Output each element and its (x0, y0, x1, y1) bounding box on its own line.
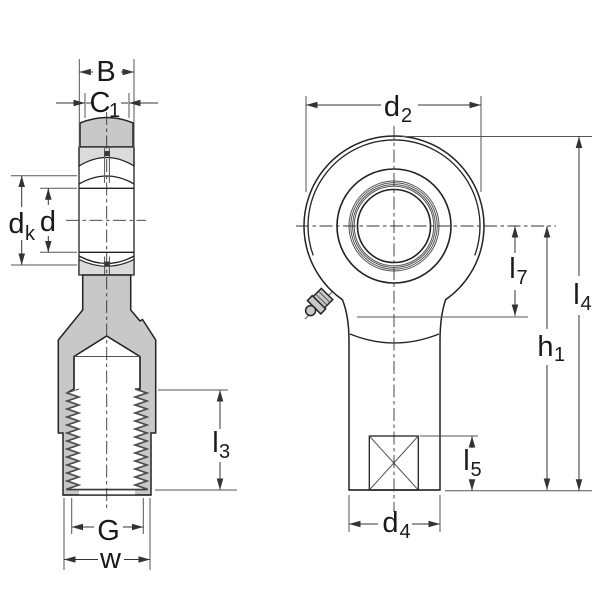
label-h1: h (537, 331, 553, 363)
thread-zigzag-left (65, 388, 81, 490)
drill-cone-left (73, 335, 108, 358)
label-w: w (99, 543, 122, 575)
label-G: G (97, 515, 120, 547)
label-l4: l (573, 279, 579, 311)
dim-d4: d 4 (348, 495, 441, 543)
dim-d2: d 2 (305, 91, 482, 192)
label-B: B (96, 56, 115, 88)
dim-l4: l 4 (573, 136, 592, 491)
label-d4-sub: 4 (399, 521, 410, 543)
dim-B: B (78, 56, 135, 148)
label-l3: l (212, 427, 218, 459)
dim-C1: C 1 (56, 87, 158, 122)
label-d: d (40, 206, 56, 238)
label-C1: C (90, 87, 111, 119)
label-d2-sub: 2 (401, 105, 412, 127)
left-view-section: B C 1 d k d l (8, 56, 237, 575)
dim-d: d (40, 187, 77, 253)
label-l7: l (509, 253, 515, 285)
housing-cap (79, 116, 134, 148)
label-h1-sub: 1 (554, 344, 565, 366)
label-d2: d (384, 91, 400, 123)
dim-h1: h 1 (537, 226, 565, 490)
dim-l5: l 5 (463, 436, 482, 491)
label-d4: d (382, 507, 398, 539)
head-inner-contour (307, 139, 481, 256)
dim-w: w (63, 498, 151, 575)
label-l4-sub: 4 (580, 293, 591, 315)
label-l5-sub: 5 (470, 459, 481, 481)
dim-dk: d k (8, 175, 77, 266)
label-l7-sub: 7 (516, 267, 527, 289)
label-dk: d (8, 208, 24, 240)
dim-l3: l 3 (155, 389, 237, 491)
thread-zigzag-right (133, 388, 149, 490)
label-dk-sub: k (25, 223, 36, 245)
right-view-front: d 2 l 7 h 1 l 4 (296, 91, 592, 543)
drill-cone-right (106, 335, 141, 358)
label-l5: l (463, 445, 469, 477)
grease-nipple (304, 287, 334, 320)
dim-l7: l 7 (509, 226, 528, 316)
outer-ring-bottom (78, 258, 135, 276)
dim-G: G (71, 498, 144, 547)
label-l3-sub: 3 (219, 441, 230, 463)
label-C1-sub: 1 (109, 100, 120, 122)
